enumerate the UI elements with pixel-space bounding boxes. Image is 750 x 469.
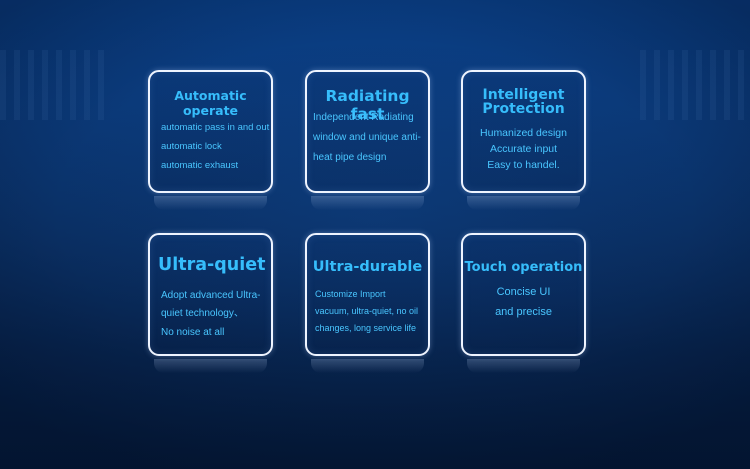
feature-description: Concise UI and precise	[463, 282, 584, 322]
feature-title: Touch operation	[464, 260, 583, 275]
feature-line: Customize Import	[315, 289, 386, 299]
feature-line: window and unique anti-	[313, 132, 421, 143]
feature-title: Ultra-quiet	[158, 255, 266, 275]
feature-line: Adopt advanced Ultra-	[161, 290, 261, 301]
feature-line: quiet technology、	[161, 308, 244, 319]
feature-card-ultra-quiet: Ultra-quiet Adopt advanced Ultra- quiet …	[148, 233, 273, 373]
feature-card-automatic-operate: Automatic operate automatic pass in and …	[148, 70, 273, 210]
feature-title: Radiating fast	[325, 87, 410, 123]
feature-line: automatic exhaust	[161, 160, 239, 171]
feature-card-intelligent-protection: Intelligent Protection Humanized design …	[461, 70, 586, 210]
feature-line: Accurate input	[489, 143, 558, 155]
feature-title: Automatic operate	[174, 88, 247, 118]
feature-line: automatic pass in and out	[161, 122, 270, 133]
feature-title-line: Intelligent	[482, 87, 565, 103]
feature-line: automatic lock	[161, 141, 222, 152]
feature-card-ultra-durable: Ultra-durable Customize Import vacuum, u…	[305, 233, 430, 373]
feature-description: Customize Import vacuum, ultra-quiet, no…	[315, 286, 418, 337]
feature-card-radiating-fast: Radiating fast Independent Radiating win…	[305, 70, 430, 210]
feature-line: Independent Radiating	[313, 112, 414, 123]
feature-line: changes, long service life	[315, 323, 417, 333]
feature-card-touch-operation: Touch operation Concise UI and precise	[461, 233, 586, 373]
feature-line: and precise	[495, 306, 552, 318]
feature-title-line: Protection	[482, 101, 565, 117]
feature-line: No noise at all	[161, 327, 225, 338]
right-decoration	[640, 50, 750, 120]
feature-title: Ultra-durable	[312, 259, 423, 275]
feature-line: Concise UI	[496, 286, 551, 298]
feature-line: Humanized design	[480, 127, 567, 139]
feature-line: Easy to handel.	[487, 159, 560, 171]
feature-line: vacuum, ultra-quiet, no oil	[315, 306, 419, 316]
feature-description: automatic pass in and out automatic lock…	[161, 118, 269, 175]
left-decoration	[0, 50, 110, 120]
feature-description: Independent Radiating window and unique …	[313, 108, 421, 168]
feature-title: Intelligent Protection	[463, 88, 584, 116]
feature-description: Humanized design Accurate input Easy to …	[463, 125, 584, 173]
feature-description: Adopt advanced Ultra- quiet technology、 …	[161, 287, 261, 342]
feature-line: heat pipe design	[313, 152, 387, 163]
